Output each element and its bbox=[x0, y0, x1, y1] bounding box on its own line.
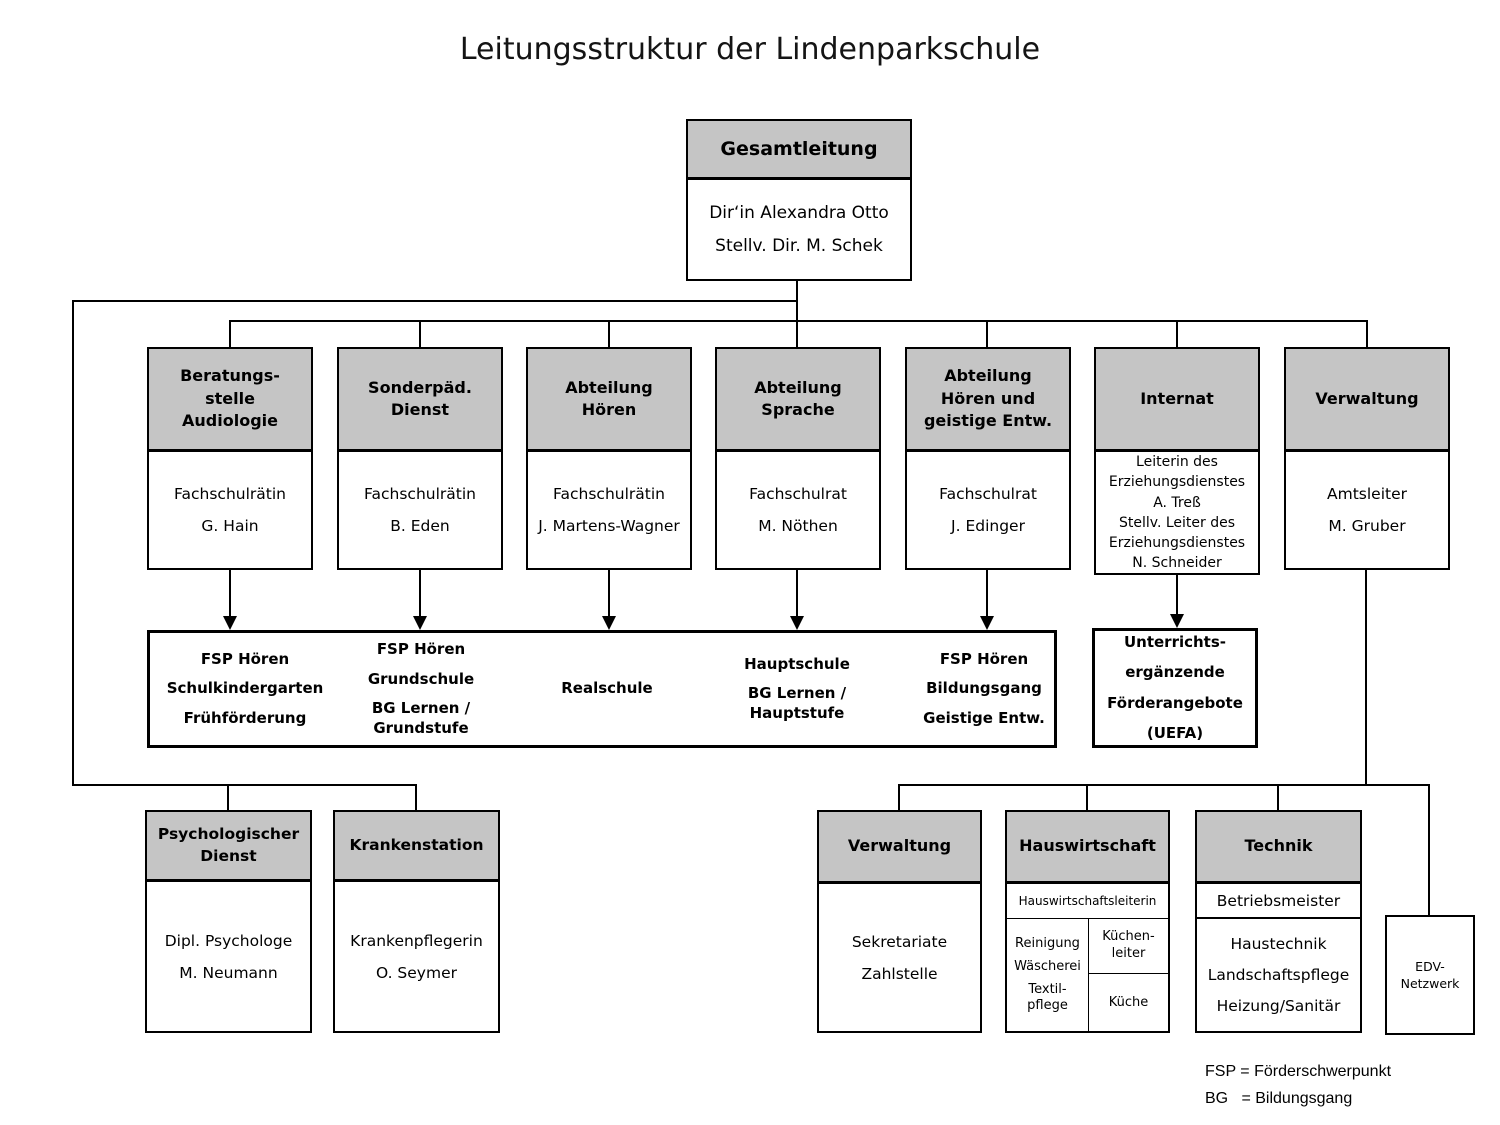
connector-bottom-right-horizontal bbox=[898, 784, 1430, 786]
arrow-head-4 bbox=[790, 616, 804, 630]
box-header-abteilung-hoeren: Abteilung Hören bbox=[528, 349, 690, 452]
arrow-line-3 bbox=[608, 570, 610, 618]
box-header-verwaltung-bottom: Verwaltung bbox=[819, 812, 980, 884]
row-betriebsmeister: Betriebsmeister bbox=[1197, 884, 1360, 919]
box-header-gesamtleitung: Gesamtleitung bbox=[688, 121, 910, 180]
page-title: Leitungsstruktur der Lindenparkschule bbox=[459, 32, 1041, 67]
box-header-krankenstation: Krankenstation bbox=[335, 812, 498, 882]
box-hauswirtschaft: Hauswirtschaft Hauswirtschaftsleiterin R… bbox=[1005, 810, 1170, 1033]
arrow-head-5 bbox=[980, 616, 994, 630]
connector-left-vertical bbox=[72, 300, 74, 786]
connector-stub-edv bbox=[1428, 784, 1430, 915]
box-header-sonderpaed: Sonderpäd. Dienst bbox=[339, 349, 501, 452]
connector-gesamt-drop bbox=[796, 280, 798, 347]
box-header-technik: Technik bbox=[1197, 812, 1360, 884]
arrow-head-1 bbox=[223, 616, 237, 630]
box-header-beratungsstelle: Beratungs- stelle Audiologie bbox=[149, 349, 311, 452]
arrow-line-2 bbox=[419, 570, 421, 618]
hauswirtschaft-right-column: Küchen- leiter Küche bbox=[1089, 919, 1168, 1031]
arrow-line-1 bbox=[229, 570, 231, 618]
arrow-head-uefa bbox=[1170, 614, 1184, 628]
arrow-head-2 bbox=[413, 616, 427, 630]
connector-stub-technik bbox=[1277, 784, 1279, 810]
box-header-internat: Internat bbox=[1096, 349, 1258, 452]
box-header-abteilung-sprache: Abteilung Sprache bbox=[717, 349, 879, 452]
box-header-hauswirtschaft: Hauswirtschaft bbox=[1007, 812, 1168, 884]
connector-bottom-left-horizontal bbox=[72, 784, 417, 786]
arrow-line-4 bbox=[796, 570, 798, 618]
connector-stub-box2 bbox=[419, 321, 421, 347]
arrow-line-uefa bbox=[1176, 575, 1178, 616]
arrow-line-5 bbox=[986, 570, 988, 618]
box-edv-netzwerk: EDV- Netzwerk bbox=[1385, 915, 1475, 1035]
arrow-head-3 bbox=[602, 616, 616, 630]
connector-stub-box5 bbox=[986, 321, 988, 347]
box-header-psychologischer-dienst: Psychologischer Dienst bbox=[147, 812, 310, 882]
connector-level2-horizontal bbox=[229, 320, 1368, 322]
connector-stub-psychologie bbox=[227, 784, 229, 810]
connector-outer-horizontal bbox=[72, 300, 798, 302]
box-abteilung-hoeren-geistige-entw: Abteilung Hören und geistige Entw. Fachs… bbox=[905, 347, 1071, 570]
connector-verwaltung-vertical bbox=[1365, 570, 1367, 786]
connector-stub-box7 bbox=[1366, 321, 1368, 347]
connector-stub-hauswirtschaft bbox=[1086, 784, 1088, 810]
box-header-abteilung-hoeren-entw: Abteilung Hören und geistige Entw. bbox=[907, 349, 1069, 452]
connector-stub-box1 bbox=[229, 321, 231, 347]
cell-realschule: Realschule bbox=[561, 679, 653, 698]
cell-kueche: Küche bbox=[1108, 995, 1149, 1010]
connector-stub-krankenstation bbox=[415, 784, 417, 810]
row-hauswirtschaftsleiterin: Hauswirtschaftsleiterin bbox=[1007, 884, 1168, 919]
connector-stub-verwaltung2 bbox=[898, 784, 900, 810]
connector-stub-box3 bbox=[608, 321, 610, 347]
connector-stub-box6 bbox=[1176, 321, 1178, 347]
cell-kuechenleiter: Küchen- leiter bbox=[1089, 919, 1168, 974]
box-header-verwaltung-top: Verwaltung bbox=[1286, 349, 1448, 452]
box-beratungsstelle-audiologie: Beratungs- stelle Audiologie Fachschulrä… bbox=[147, 347, 313, 570]
